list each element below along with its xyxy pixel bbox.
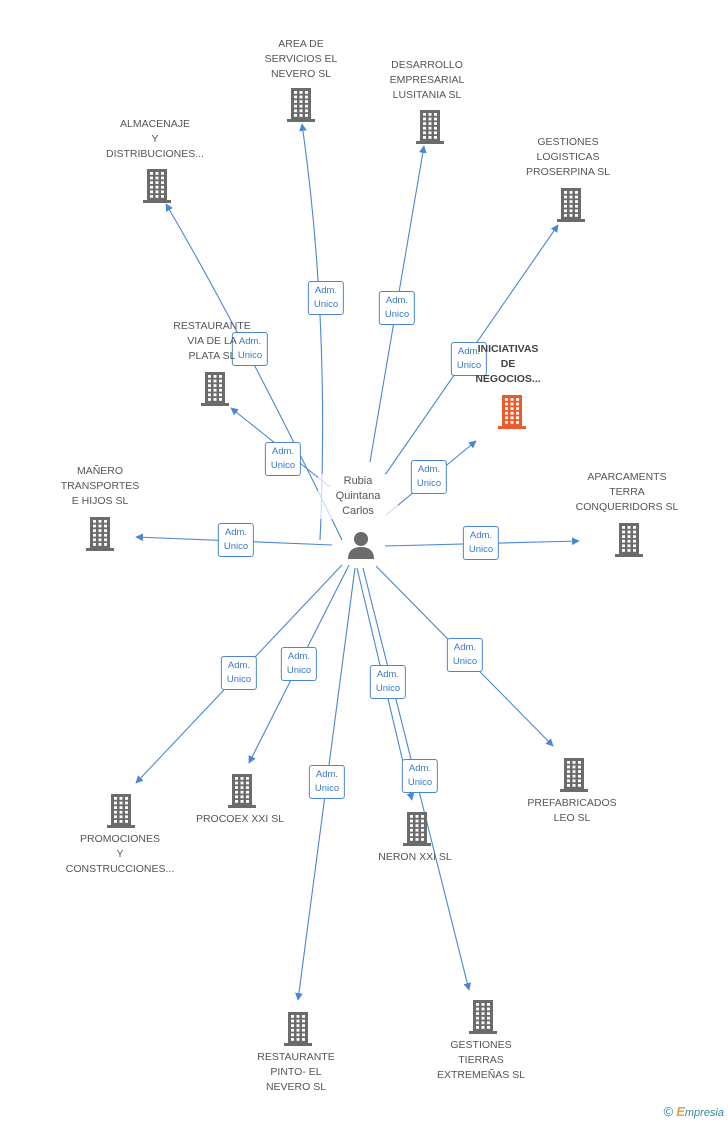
company-label-almacenaje[interactable]: ALMACENAJE Y DISTRIBUCIONES...: [105, 118, 204, 160]
building-icon: [287, 88, 315, 122]
building-icon: [86, 517, 114, 551]
company-node-gestiones_log[interactable]: [554, 186, 588, 227]
footer-brand: ©Empresia: [664, 1104, 724, 1119]
company-label-prefabricados[interactable]: PREFABRICADOS LEO SL: [527, 797, 617, 824]
company-node-area[interactable]: [284, 86, 318, 127]
relation-badge-gestiones_log: Adm. Unico: [450, 342, 488, 376]
company-label-procoex[interactable]: PROCOEX XXI SL: [195, 813, 285, 825]
relation-badge-almacenaje: Adm. Unico: [231, 332, 269, 366]
relation-badge-iniciativas: Adm. Unico: [410, 460, 448, 494]
building-icon: [284, 1012, 312, 1046]
brand-initial: E: [676, 1104, 685, 1119]
person-icon[interactable]: [346, 530, 376, 560]
company-node-restaurante_via[interactable]: [198, 370, 232, 411]
company-node-aparcaments[interactable]: [612, 521, 646, 562]
company-node-neron[interactable]: [400, 810, 434, 851]
relation-badge-desarrollo: Adm. Unico: [378, 291, 416, 325]
relation-badge-promociones: Adm. Unico: [220, 656, 258, 690]
relation-badge-procoex: Adm. Unico: [280, 647, 318, 681]
building-icon: [560, 758, 588, 792]
building-icon: [107, 794, 135, 828]
company-node-iniciativas[interactable]: [495, 393, 529, 434]
company-node-procoex[interactable]: [225, 772, 259, 813]
edge-almacenaje: [165, 203, 343, 541]
company-label-gestiones_tierras[interactable]: GESTIONES TIERRAS EXTREMEÑAS SL: [436, 1039, 526, 1081]
company-label-aparcaments[interactable]: APARCAMENTS TERRA CONQUERIDORS SL: [575, 471, 679, 513]
company-label-restaurante_via[interactable]: RESTAURANTE VIA DE LA PLATA SL: [173, 320, 251, 362]
building-icon: [416, 110, 444, 144]
company-node-gestiones_tierras[interactable]: [466, 998, 500, 1039]
relation-badge-gestiones_tierras: Adm. Unico: [401, 759, 439, 793]
company-node-prefabricados[interactable]: [557, 756, 591, 797]
company-label-restaurante_pinto[interactable]: RESTAURANTE PINTO- EL NEVERO SL: [257, 1051, 335, 1093]
building-icon: [498, 395, 526, 429]
company-node-desarrollo[interactable]: [413, 108, 447, 149]
building-icon: [201, 372, 229, 406]
building-icon: [228, 774, 256, 808]
company-node-manero[interactable]: [83, 515, 117, 556]
relation-badge-prefabricados: Adm. Unico: [446, 638, 484, 672]
relation-badge-neron: Adm. Unico: [369, 665, 407, 699]
copyright-icon: ©: [663, 1104, 674, 1119]
relation-badge-manero: Adm. Unico: [217, 523, 255, 557]
building-icon: [403, 812, 431, 846]
building-icon: [143, 169, 171, 203]
company-node-restaurante_pinto[interactable]: [281, 1010, 315, 1051]
brand-name: mpresia: [684, 1107, 724, 1119]
company-label-manero[interactable]: MAÑERO TRANSPORTES E HIJOS SL: [60, 465, 140, 507]
company-node-promociones[interactable]: [104, 792, 138, 833]
company-label-neron[interactable]: NERON XXI SL: [378, 851, 452, 863]
company-label-promociones[interactable]: PROMOCIONES Y CONSTRUCCIONES...: [65, 833, 175, 875]
person-name: Rubia Quintana Carlos: [318, 474, 398, 519]
company-node-almacenaje[interactable]: [140, 167, 174, 208]
company-label-area[interactable]: AREA DE SERVICIOS EL NEVERO SL: [264, 38, 338, 80]
company-label-desarrollo[interactable]: DESARROLLO EMPRESARIAL LUSITANIA SL: [389, 59, 465, 101]
company-label-gestiones_log[interactable]: GESTIONES LOGISTICAS PROSERPINA SL: [525, 136, 611, 178]
relation-badge-restaurante_pinto: Adm. Unico: [308, 765, 346, 799]
company-label-iniciativas[interactable]: INICIATIVAS DE NEGOCIOS...: [475, 343, 541, 385]
building-icon: [469, 1000, 497, 1034]
relation-badge-aparcaments: Adm. Unico: [462, 526, 500, 560]
relation-badge-restaurante_via: Adm. Unico: [264, 442, 302, 476]
relation-badge-area: Adm. Unico: [307, 281, 345, 315]
building-icon: [615, 523, 643, 557]
building-icon: [557, 188, 585, 222]
